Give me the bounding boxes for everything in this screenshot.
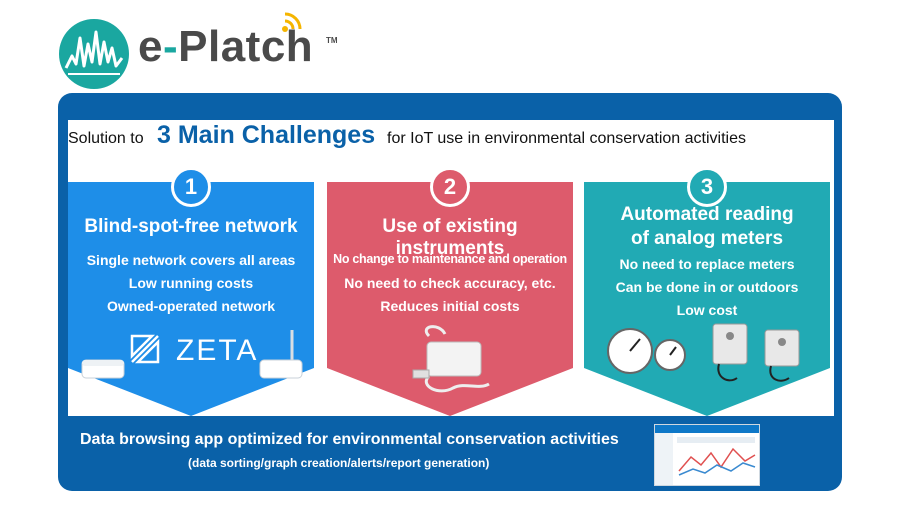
card-1-title: Blind-spot-free network	[84, 216, 298, 237]
card-2-line-1: No change to maintenance and operation	[333, 252, 567, 266]
card-2-shape	[327, 182, 573, 416]
footer-main-text: Data browsing app optimized for environm…	[80, 431, 619, 448]
headline: Solution to 3 Main Challenges for IoT us…	[68, 118, 828, 158]
challenge-card-3: 3 Automated reading of analog meters No …	[584, 167, 830, 416]
card-1-shape	[68, 182, 314, 416]
zeta-logo-text: ZETA	[176, 334, 259, 367]
card-3-line-3: Low cost	[676, 302, 738, 318]
challenge-card-2: 2 Use of existing instruments No change …	[327, 167, 573, 416]
card-2-title: Use of existing instruments	[382, 216, 518, 259]
headline-prefix: Solution to	[68, 130, 144, 147]
trademark-symbol: TM	[326, 36, 338, 45]
card-3-line-2: Can be done in or outdoors	[615, 279, 799, 295]
brand-logo-text: e-Platch	[138, 22, 314, 71]
e-platch-logo-mark-icon	[59, 19, 129, 89]
app-dashboard-thumbnail-icon	[655, 425, 759, 485]
card-2-line-2: No need to check accuracy, etc.	[344, 275, 556, 291]
card-3-line-1: No need to replace meters	[619, 256, 795, 272]
card-1-line-1: Single network covers all areas	[86, 252, 296, 268]
card-3-title-line-2: of analog meters	[630, 228, 784, 249]
card-3-number-badge: 3	[687, 167, 727, 207]
retrofit-sensor-device-icon	[412, 325, 490, 393]
antenna-gateway-icon	[259, 330, 303, 379]
app-screenshot-thumbnail	[654, 424, 760, 486]
footer-sub-text: (data sorting/graph creation/alerts/repo…	[188, 456, 490, 470]
wireless-signal-icon	[282, 12, 302, 32]
card-3-title-line-1: Automated reading	[620, 204, 794, 225]
card-1-line-3: Owned-operated network	[106, 298, 276, 314]
card-2-number-badge: 2	[430, 167, 470, 207]
analog-gauge-icons	[607, 328, 686, 374]
headline-suffix: for IoT use in environmental conservatio…	[387, 130, 746, 147]
card-2-line-3: Reduces initial costs	[380, 298, 520, 314]
card-1-line-2: Low running costs	[128, 275, 254, 291]
meter-reader-device-icons	[712, 323, 800, 382]
gateway-device-icon	[81, 359, 125, 379]
zeta-logo-icon	[130, 334, 160, 364]
card-1-number-badge: 1	[171, 167, 211, 207]
headline-highlight: 3 Main Challenges	[157, 121, 376, 149]
challenge-card-1: 1 Blind-spot-free network Single network…	[68, 167, 314, 416]
